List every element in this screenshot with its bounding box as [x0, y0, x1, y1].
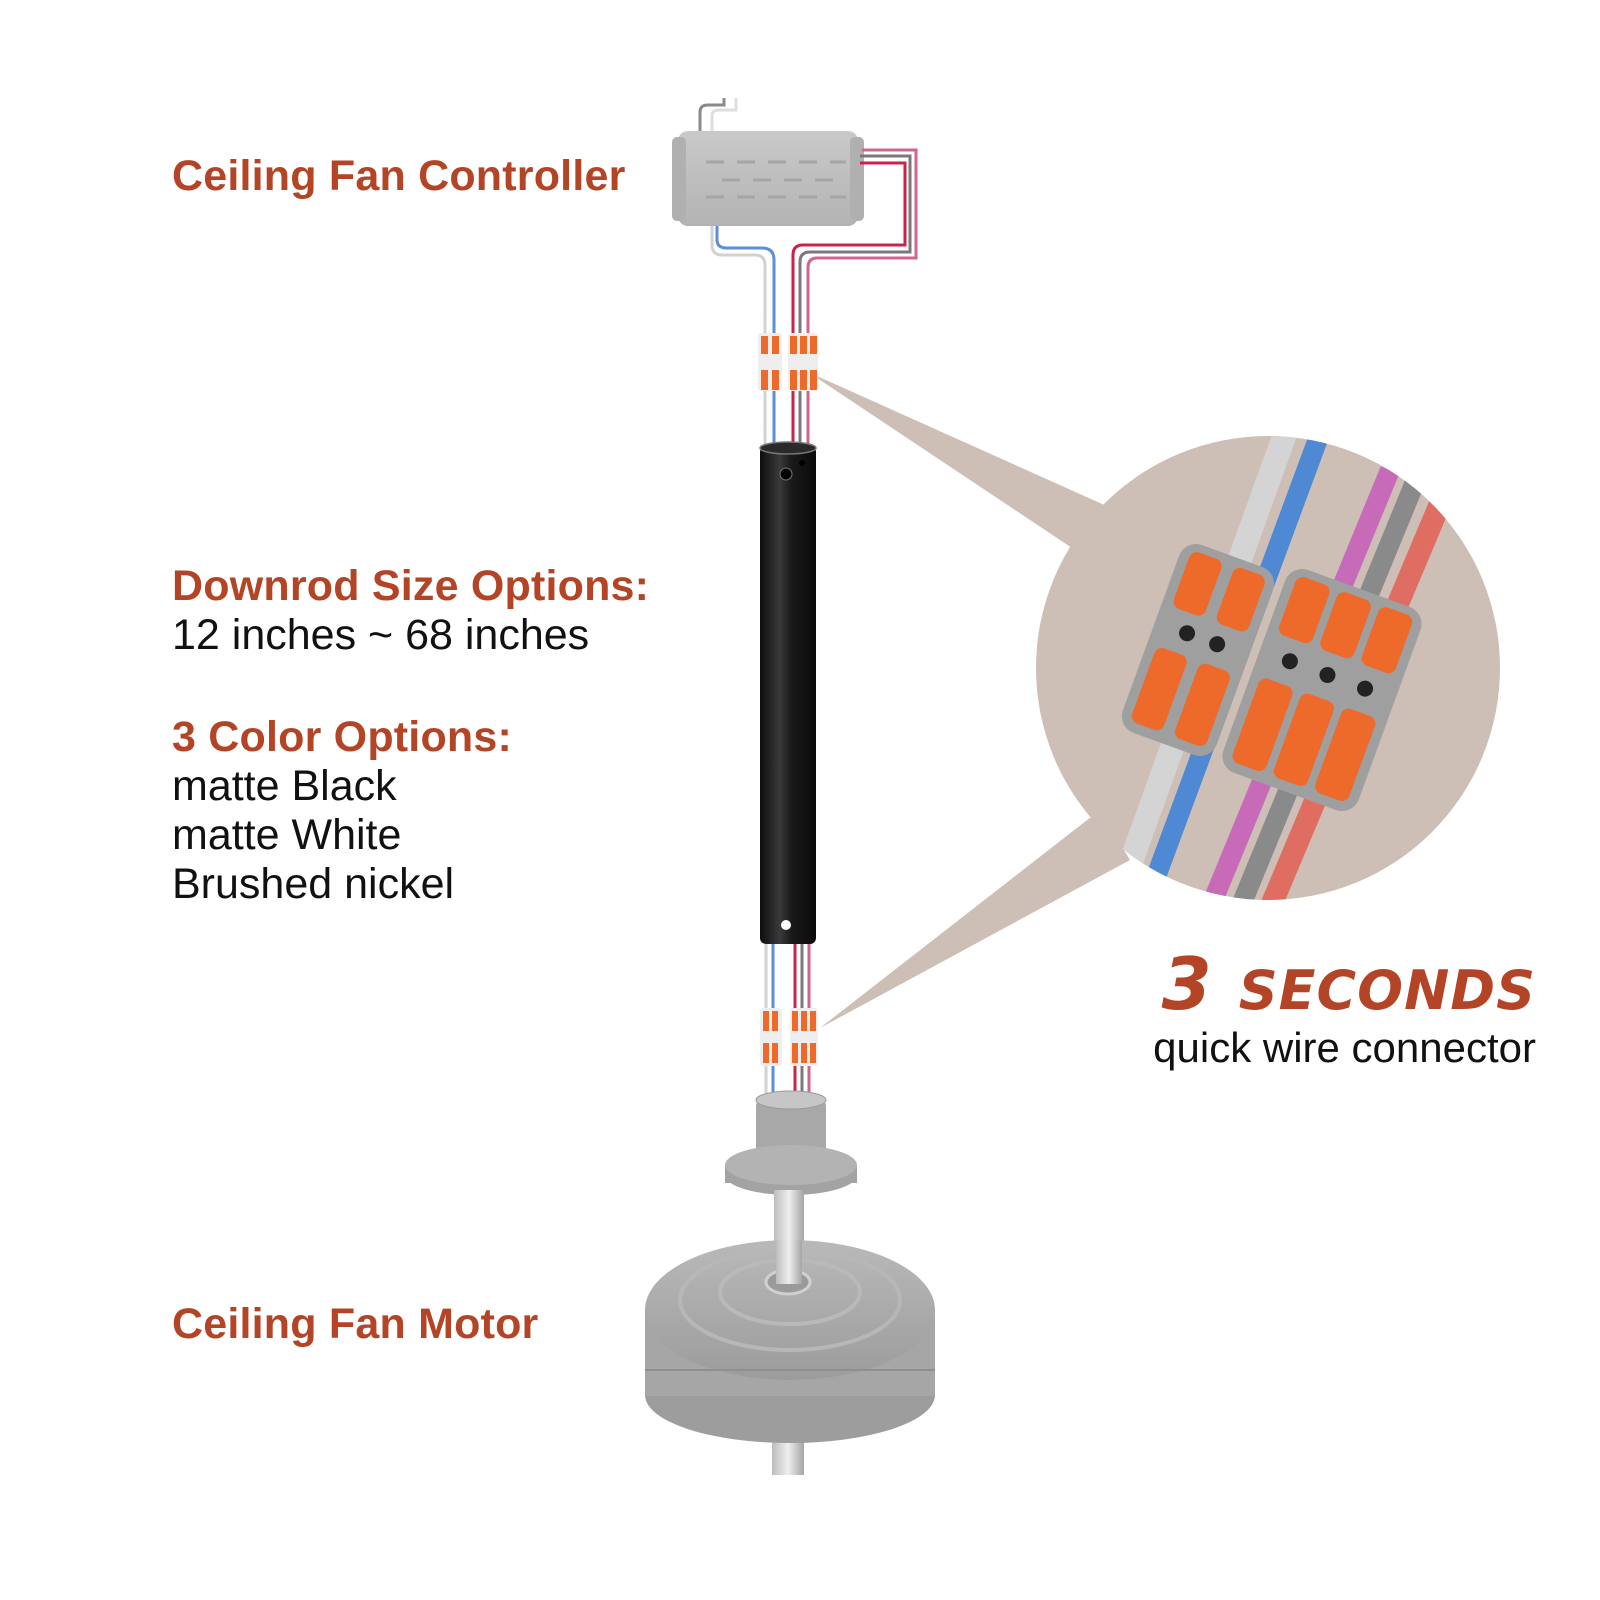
lower-wires: [764, 944, 811, 1010]
seconds-caption: quick wire connector: [1153, 1024, 1536, 1071]
seconds-number: 3: [1161, 942, 1213, 1026]
downrod-size-range: 12 inches ~ 68 inches: [172, 611, 590, 660]
connectors-top: [758, 333, 818, 391]
mounting-bracket-icon: [725, 1090, 857, 1270]
controller-icon: [672, 131, 864, 226]
connector-closeup: [1036, 436, 1500, 900]
color-options-heading: 3 Color Options:: [172, 713, 513, 761]
callout-pointer: [808, 372, 1130, 1028]
motor-label: Ceiling Fan Motor: [172, 1300, 539, 1348]
downrod-wires: [763, 391, 810, 450]
quick-connect-callout: 3 seconds quick wire connector: [1153, 948, 1536, 1072]
seconds-headline: 3 seconds: [1153, 948, 1536, 1020]
color-options-section: 3 Color Options: matte Black matte White…: [172, 713, 512, 909]
downrod-size-section: Downrod Size Options: 12 inches ~ 68 inc…: [172, 562, 649, 660]
motor-icon: [645, 1240, 935, 1475]
connectors-bottom: [760, 1008, 818, 1066]
color-option-brushed-nickel: Brushed nickel: [172, 860, 455, 909]
controller-label: Ceiling Fan Controller: [172, 152, 626, 200]
color-option-matte-white: matte White: [172, 811, 402, 860]
controller-output-wires: [710, 148, 918, 335]
controller-input-wires: [698, 98, 738, 135]
downrod-size-heading: Downrod Size Options:: [172, 562, 650, 610]
color-option-matte-black: matte Black: [172, 762, 397, 811]
seconds-word: seconds: [1238, 959, 1536, 1022]
downrod-icon: [759, 441, 817, 944]
